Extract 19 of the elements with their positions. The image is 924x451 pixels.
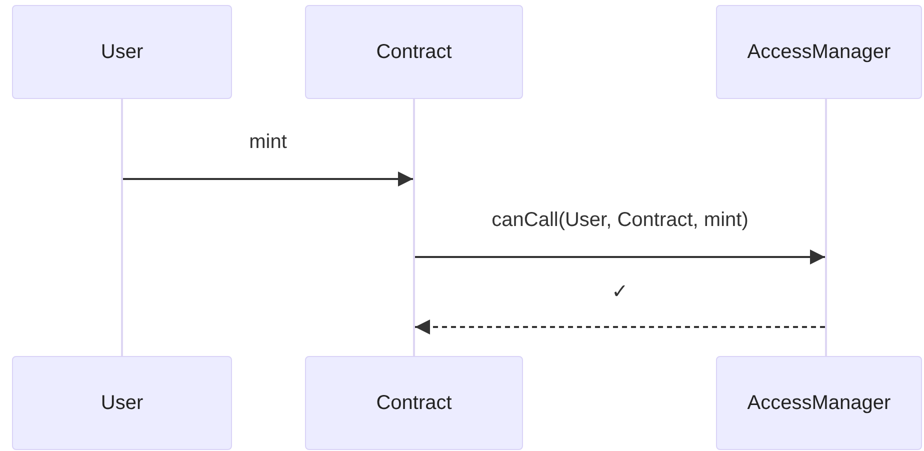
lifeline [121,99,123,356]
participant-box [305,5,523,99]
message-label: canCall(User, Contract, mint) [490,209,750,232]
message-arrow [123,172,413,186]
participant-box [12,5,232,99]
participant-name: User [100,40,144,64]
lifeline [825,99,827,356]
participant-name: AccessManager [747,392,891,414]
participant-box [716,356,922,450]
participant-box [305,356,523,450]
participant-name: Contract [376,40,452,64]
participant-name: User [100,392,144,414]
participant-box [12,356,232,450]
message-arrow [415,250,825,264]
participant-name: Contract [376,392,452,414]
participant-box [716,5,922,99]
lifeline [413,99,415,356]
message-arrow [415,320,825,334]
participant-name: AccessManager [747,40,891,64]
